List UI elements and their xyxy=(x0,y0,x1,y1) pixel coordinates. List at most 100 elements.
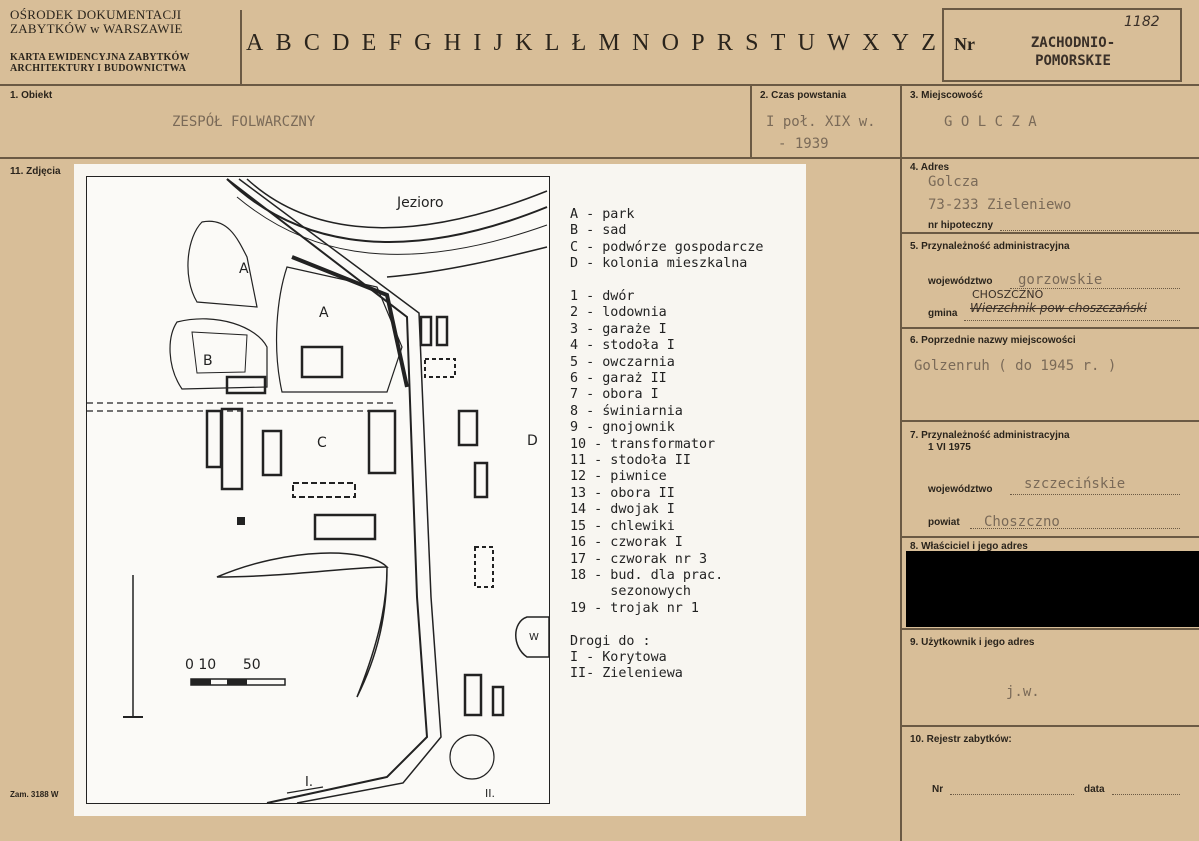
hipoteczny-label: nr hipoteczny xyxy=(928,220,994,231)
legend-line: 13 - obora II xyxy=(570,485,675,501)
rule xyxy=(900,725,1199,727)
legend-line: 4 - stodoła I xyxy=(570,338,675,354)
card-type-line-1: KARTA EWIDENCYJNA ZABYTKÓW xyxy=(10,52,190,63)
site-plan-drawing xyxy=(87,178,550,804)
legend-line: C - podwórze gospodarcze xyxy=(570,239,764,255)
legend-line: A - park xyxy=(570,207,635,222)
uzytkownik-value: j.w. xyxy=(1006,684,1040,700)
zdjecia-label: 11. Zdjęcia xyxy=(10,166,61,177)
legend-line: 18 - bud. dla prac. xyxy=(570,567,724,583)
legend-line: I - Korytowa xyxy=(570,649,667,665)
legend-line: 1 - dwór xyxy=(570,289,635,305)
region-stamp: ZACHODNIO- POMORSKIE xyxy=(1008,34,1138,70)
index-letter: O xyxy=(661,30,680,56)
powiat-value: Choszczno xyxy=(984,514,1060,530)
index-letter: S xyxy=(745,30,759,56)
index-letter: E xyxy=(361,30,377,56)
obiekt-label: 1. Obiekt xyxy=(10,90,53,101)
divider xyxy=(900,84,902,841)
legend-line: 6 - garaż II xyxy=(570,371,667,387)
legend-line: D - kolonia mieszkalna xyxy=(570,256,748,272)
index-letter: D xyxy=(332,30,350,56)
powiat-label: powiat xyxy=(928,517,960,528)
rejestr-nr-label: Nr xyxy=(932,784,944,795)
legend-line: 7 - obora I xyxy=(570,387,659,403)
zone-label-a1: A xyxy=(239,261,249,277)
adres-line-1: Golcza xyxy=(928,174,979,190)
institution-line-2: ZABYTKÓW w WARSZAWIE xyxy=(10,21,183,36)
legend-line: Drogi do : xyxy=(570,633,651,649)
legend-line xyxy=(570,273,763,289)
road-label-ii: II. xyxy=(485,787,495,800)
zone-label-w: W xyxy=(529,632,539,643)
dotted-line xyxy=(1010,494,1180,495)
region-line-1: ZACHODNIO- xyxy=(1030,35,1116,51)
legend-line: sezonowych xyxy=(570,584,691,600)
index-letter: Z xyxy=(921,30,936,56)
region-stamp-box xyxy=(942,8,1182,82)
index-letter: A xyxy=(246,30,264,56)
road-label-i: I. xyxy=(305,775,313,790)
card-number-label: Nr xyxy=(954,34,975,54)
index-letter: Ł xyxy=(571,30,587,56)
przynaleznosc-1975-date: 1 VI 1975 xyxy=(928,442,971,453)
rule xyxy=(900,420,1199,422)
gmina-label: gmina xyxy=(928,308,958,319)
przynaleznosc-1975-label: 7. Przynależność administracyjna xyxy=(910,430,1070,441)
legend-line: 8 - świniarnia xyxy=(570,403,683,419)
lake-label: Jezioro xyxy=(397,195,444,211)
index-letter: H xyxy=(443,30,462,56)
gmina-value: Wierzchnik pow choszczański xyxy=(970,301,1147,315)
legend-line: 19 - trojak nr 1 xyxy=(570,600,699,616)
wojewodztwo-2-value: szczecińskie xyxy=(1024,476,1126,492)
miejscowosc-label: 3. Miejscowość xyxy=(910,90,983,101)
dotted-line xyxy=(1010,288,1180,289)
legend-line: 9 - gnojownik xyxy=(570,420,675,436)
index-letter: B xyxy=(275,30,292,56)
poprzednie-nazwy-value: Golzenruh ( do 1945 r. ) xyxy=(914,358,1117,374)
scale-label: 0 10 50 xyxy=(185,657,261,673)
index-letter: T xyxy=(770,30,786,56)
divider xyxy=(750,84,752,158)
order-number: Zam. 3188 W xyxy=(10,790,59,799)
legend-line: 5 - owczarnia xyxy=(570,354,675,370)
index-letter: G xyxy=(414,30,432,56)
zone-label-d: D xyxy=(527,433,538,449)
card-type: KARTA EWIDENCYJNA ZABYTKÓW ARCHITEKTURY … xyxy=(10,52,190,74)
index-letter: I xyxy=(473,30,482,56)
wojewodztwo-label: województwo xyxy=(928,276,993,287)
wojewodztwo-value: gorzowskie xyxy=(1018,272,1103,288)
gmina-handwritten-note: CHOSZCZNO xyxy=(972,288,1044,301)
region-line-2: POMORSKIE xyxy=(1035,53,1111,69)
adres-line-2: 73-233 Zieleniewo xyxy=(928,197,1072,213)
zone-label-c: C xyxy=(317,435,327,451)
dotted-line xyxy=(1000,230,1180,231)
rule xyxy=(900,232,1199,234)
index-letter: N xyxy=(632,30,650,56)
przynaleznosc-label: 5. Przynależność administracyjna xyxy=(910,241,1070,252)
legend-line: 15 - chlewiki xyxy=(570,518,675,534)
divider xyxy=(240,10,242,84)
index-letter: Y xyxy=(891,30,909,56)
rule xyxy=(900,327,1199,329)
site-plan-map: Jezioro A A B C D W 0 10 50 I. II. xyxy=(86,176,550,804)
legend-line: II- Zieleniewa xyxy=(570,666,683,682)
czas-label: 2. Czas powstania xyxy=(760,90,847,101)
adres-label: 4. Adres xyxy=(910,162,950,173)
index-letter: L xyxy=(544,30,560,56)
zone-label-a2: A xyxy=(319,305,329,321)
obiekt-value: ZESPÓŁ FOLWARCZNY xyxy=(172,114,316,130)
institution-line-1: OŚRODEK DOKUMENTACJI xyxy=(10,7,182,22)
czas-value-1: I poł. XIX w. xyxy=(766,114,876,130)
handwritten-number: 1182 xyxy=(1124,14,1160,30)
rule xyxy=(0,157,1199,159)
legend-line: B - sad xyxy=(570,223,627,239)
wlasciciel-label: 8. Właściciel i jego adres xyxy=(910,541,1028,552)
index-letter: U xyxy=(797,30,815,56)
index-letter: M xyxy=(598,30,620,56)
index-letter: P xyxy=(691,30,705,56)
index-letter: W xyxy=(827,30,850,56)
